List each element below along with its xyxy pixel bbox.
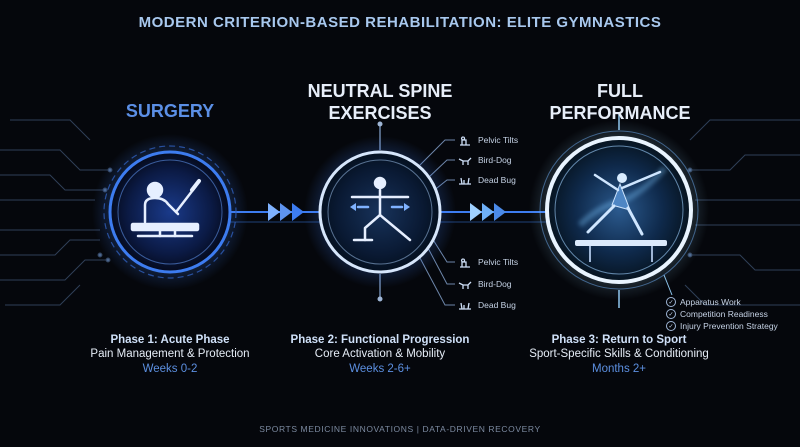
phase-3-caption: Phase 3: Return to Sport Sport-Specific … xyxy=(504,333,734,377)
checklist-item: ✓ Injury Prevention Strategy xyxy=(666,321,778,331)
gymnast-balance-beam-icon xyxy=(575,165,668,262)
exercise-item: Pelvic Tilts xyxy=(458,134,518,146)
phase-1-focus: Pain Management & Protection xyxy=(90,348,250,360)
exercise-label: Bird-Dog xyxy=(478,155,512,165)
exercise-label: Bird-Dog xyxy=(478,279,512,289)
phase-2-label: Phase 2: Functional Progression xyxy=(290,334,470,346)
phase-3-heading-line-1: FULL xyxy=(597,81,643,101)
phase-2-heading-line-2: EXERCISES xyxy=(328,103,432,123)
diagram-title: MODERN CRITERION-BASED REHABILITATION: E… xyxy=(138,14,662,31)
bird-dog-icon xyxy=(458,281,472,289)
checklist-item: ✓ Apparatus Work xyxy=(666,297,741,307)
phase-2-timing: Weeks 2-6+ xyxy=(349,363,411,375)
phase-3-heading: FULL PERFORMANCE xyxy=(530,80,710,124)
check-circle-icon: ✓ xyxy=(666,309,676,319)
pelvic-tilt-icon xyxy=(460,136,470,146)
surgeon-scalpel-icon xyxy=(130,179,201,238)
phase-1-heading-line: SURGERY xyxy=(125,101,215,121)
exercise-item: Dead Bug xyxy=(458,299,516,311)
pelvic-tilt-icon xyxy=(460,258,470,268)
phase-3-node xyxy=(529,120,709,300)
bird-dog-icon xyxy=(458,157,472,165)
exercise-label: Dead Bug xyxy=(478,300,516,310)
phase-1-caption: Phase 1: Acute Phase Pain Management & P… xyxy=(55,333,285,377)
phase-1-heading: SURGERY xyxy=(90,100,250,122)
exercise-label: Dead Bug xyxy=(478,175,516,185)
phase-1-label: Phase 1: Acute Phase xyxy=(110,334,230,346)
exercise-item: Bird-Dog xyxy=(458,154,512,166)
phase-3-label: Phase 3: Return to Sport xyxy=(551,334,687,346)
checklist-label: Apparatus Work xyxy=(680,297,741,307)
phase-1-timing: Weeks 0-2 xyxy=(142,363,198,375)
footer-tagline: SPORTS MEDICINE INNOVATIONS | DATA-DRIVE… xyxy=(259,424,541,434)
check-circle-icon: ✓ xyxy=(666,297,676,307)
checklist-label: Injury Prevention Strategy xyxy=(680,321,778,331)
dead-bug-icon xyxy=(459,177,471,185)
dead-bug-icon xyxy=(459,302,471,310)
lunge-balance-icon xyxy=(350,176,412,242)
exercise-item: Pelvic Tilts xyxy=(458,256,518,268)
circuit-lines-right xyxy=(684,119,800,306)
check-circle-icon: ✓ xyxy=(666,321,676,331)
checklist-item: ✓ Competition Readiness xyxy=(666,309,768,319)
exercise-item: Dead Bug xyxy=(458,174,516,186)
checklist-label: Competition Readiness xyxy=(680,309,768,319)
phase-2-focus: Core Activation & Mobility xyxy=(314,348,446,360)
exercise-label: Pelvic Tilts xyxy=(478,257,519,267)
phase-2-heading-line-1: NEUTRAL SPINE xyxy=(307,81,453,101)
phase-3-heading-line-2: PERFORMANCE xyxy=(549,103,691,123)
phase-2-caption: Phase 2: Functional Progression Core Act… xyxy=(265,333,495,377)
phase-2-heading: NEUTRAL SPINE EXERCISES xyxy=(290,80,470,124)
phase-1-node xyxy=(92,134,248,290)
exercise-label: Pelvic Tilts xyxy=(478,135,519,145)
phase-3-timing: Months 2+ xyxy=(591,363,647,375)
exercise-item: Bird-Dog xyxy=(458,278,512,290)
phase-3-focus: Sport-Specific Skills & Conditioning xyxy=(529,348,709,360)
